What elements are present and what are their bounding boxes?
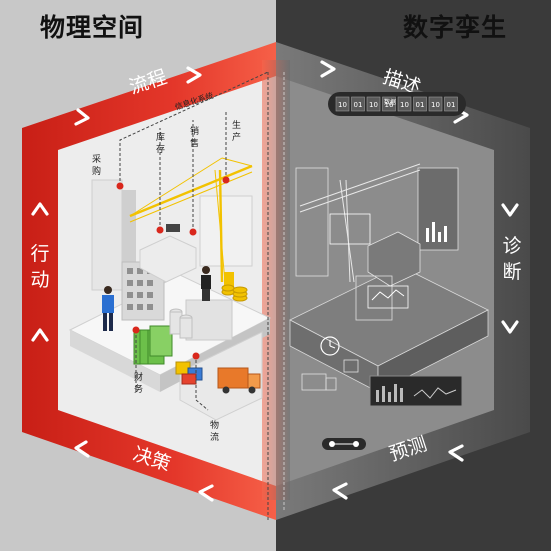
- seam: [262, 60, 290, 500]
- label-purchase-1: 采: [92, 154, 101, 165]
- label-action-2: 动: [30, 269, 49, 291]
- physical-scene: 信息化系统 采 购 库 存 销 售 生 产 财 务 物 流: [68, 71, 272, 520]
- warehouse-block: [199, 195, 253, 267]
- person-woman: [201, 266, 211, 301]
- bit-chip-label: 01: [354, 101, 363, 109]
- arrow-left-6: [198, 484, 214, 502]
- flow-dots: [116, 176, 230, 360]
- left-arrows: [31, 66, 214, 502]
- wire-stepped: [367, 231, 421, 287]
- wire-box: [343, 359, 359, 373]
- bit-chip-label: 10: [369, 101, 378, 109]
- arrow-left-2: [186, 66, 202, 84]
- wire-office: [355, 275, 393, 321]
- crane-mast: [218, 169, 224, 283]
- chip-label: 数据: [384, 98, 396, 106]
- gauge-icon: [320, 336, 340, 356]
- label-logistics-2: 流: [210, 431, 219, 443]
- bottom-bars: [376, 384, 403, 402]
- arrow-right-5: [448, 444, 464, 462]
- bit-chip-label: 10: [400, 101, 409, 109]
- arrow-left-5: [74, 440, 90, 458]
- label-diagnose-1: 诊: [502, 235, 521, 257]
- money-stacks: [133, 325, 173, 365]
- label-diagnose-2: 断: [502, 261, 521, 283]
- bit-chip-label: 10: [431, 101, 440, 109]
- arrow-right-6: [332, 482, 348, 500]
- delivery-truck: [217, 367, 261, 394]
- gauge-needle: [329, 340, 336, 349]
- wire-block: [417, 167, 459, 251]
- bit-chip: 01: [413, 96, 427, 112]
- label-inventory-2: 存: [156, 143, 165, 155]
- wire-tower: [295, 167, 329, 277]
- pipes: [169, 308, 193, 339]
- bit-chip: 10: [428, 96, 443, 112]
- bit-chip: 16: [382, 96, 396, 112]
- bit-chip-label: 01: [416, 101, 425, 109]
- label-logistics-1: 物: [210, 419, 219, 431]
- label-finance-1: 财: [134, 371, 143, 383]
- right-arrows: [320, 60, 519, 500]
- bit-chip: 10: [335, 96, 350, 112]
- digital-scene: 10 01 10 16 10 01 10 01 数据: [283, 72, 489, 510]
- bit-chip: 10: [397, 96, 412, 112]
- bottom-line: [413, 387, 457, 399]
- stair-block: [185, 299, 233, 341]
- label-production-2: 产: [232, 131, 241, 143]
- tower-building: [91, 179, 123, 291]
- crane-counterweight: [224, 272, 234, 292]
- bit-chip: 01: [444, 96, 458, 112]
- person-man: [102, 286, 114, 331]
- arrow-left-4: [31, 328, 49, 342]
- arrow-right-4: [501, 320, 519, 334]
- crane-jib: [129, 164, 253, 218]
- bit-chip-label: 10: [338, 101, 347, 109]
- arrow-left-3: [31, 202, 49, 216]
- label-finance-2: 务: [134, 383, 143, 395]
- flow-lines: [119, 71, 269, 520]
- label-sales-2: 售: [190, 137, 199, 149]
- arrow-right-1: [320, 60, 336, 78]
- label-action-1: 行: [30, 243, 49, 265]
- label-inventory-1: 库: [156, 131, 165, 143]
- mini-bars: [426, 222, 447, 242]
- label-purchase-2: 购: [92, 165, 101, 177]
- label-production-1: 生: [232, 119, 241, 131]
- bit-chip: 10: [366, 96, 381, 112]
- cargo-boxes: [175, 361, 203, 385]
- arrow-left-1: [74, 108, 90, 126]
- wire-crane: [299, 163, 421, 283]
- bit-chip-label: 01: [447, 101, 456, 109]
- bottom-panel: [369, 375, 463, 407]
- coin-stacks: [221, 284, 248, 302]
- label-sales-1: 销: [190, 125, 199, 137]
- title-digital-twin: 数字孪生: [403, 13, 508, 42]
- bit-chip: 01: [351, 96, 365, 112]
- bit-chip-label: 16: [385, 101, 394, 109]
- stepped-block: [139, 235, 197, 283]
- arrow-right-3: [501, 203, 519, 217]
- panel-line: [371, 289, 405, 301]
- crane-hook-block: [166, 224, 180, 232]
- chart-panel: [329, 213, 371, 245]
- bit-row: 10 01 10 16 10 01 10 01: [335, 96, 458, 112]
- line-panel: [367, 285, 409, 309]
- title-physical-space: 物理空间: [40, 13, 145, 42]
- crane: [129, 157, 253, 283]
- platform-left: [70, 330, 160, 392]
